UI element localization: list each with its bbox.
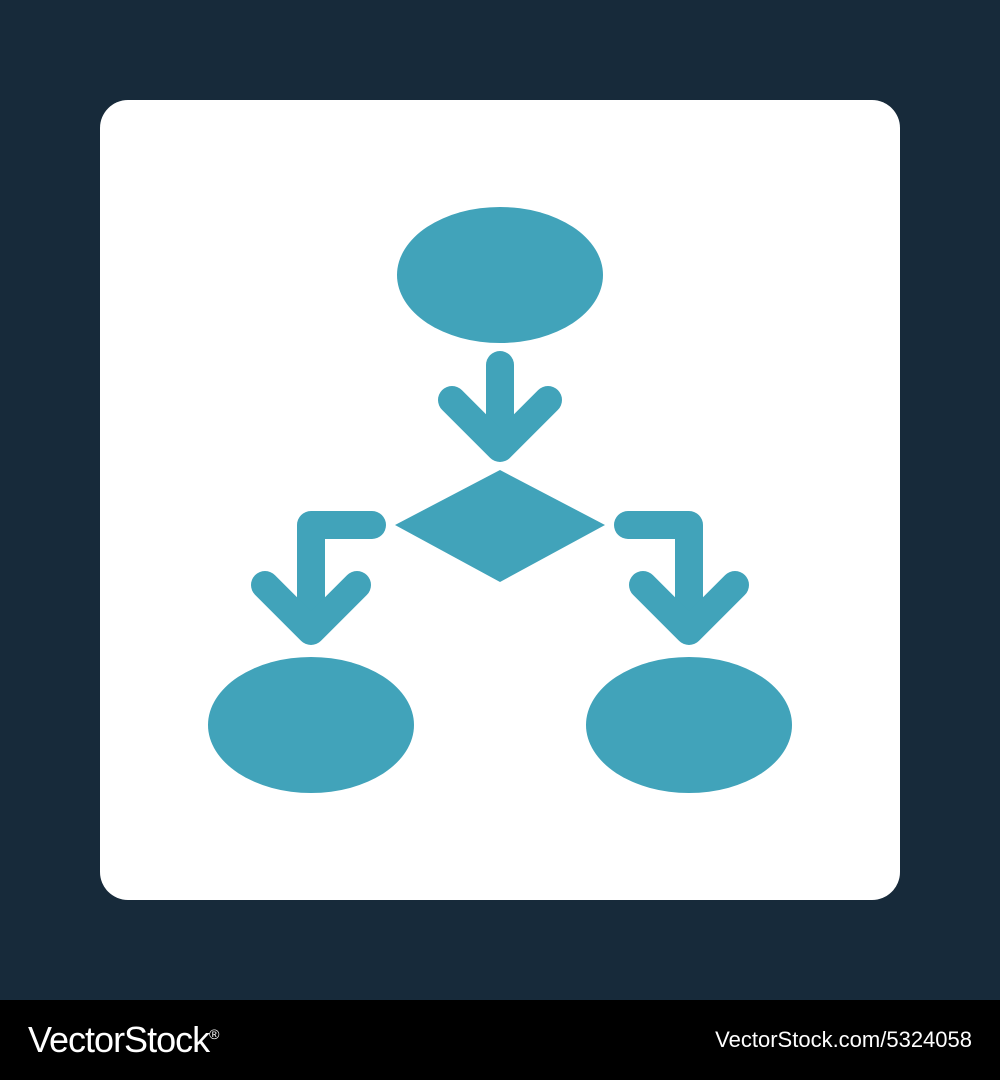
image-id-text: VectorStock.com/5324058 bbox=[715, 1027, 972, 1052]
left-branch-arrow-icon bbox=[251, 511, 386, 645]
registered-mark: ® bbox=[209, 1026, 219, 1042]
icon-background bbox=[0, 0, 1000, 1000]
flowchart-icon bbox=[208, 207, 792, 793]
watermark-footer: VectorStock® VectorStock.com/5324058 bbox=[0, 1000, 1000, 1080]
decision-diamond bbox=[395, 470, 605, 582]
right-ellipse bbox=[586, 657, 792, 793]
left-ellipse bbox=[208, 657, 414, 793]
brand-logo: VectorStock® bbox=[28, 1019, 219, 1061]
right-branch-arrow-icon bbox=[614, 511, 749, 645]
down-arrow-icon bbox=[438, 351, 562, 462]
brand-name: VectorStock bbox=[28, 1019, 210, 1060]
start-ellipse bbox=[397, 207, 603, 343]
